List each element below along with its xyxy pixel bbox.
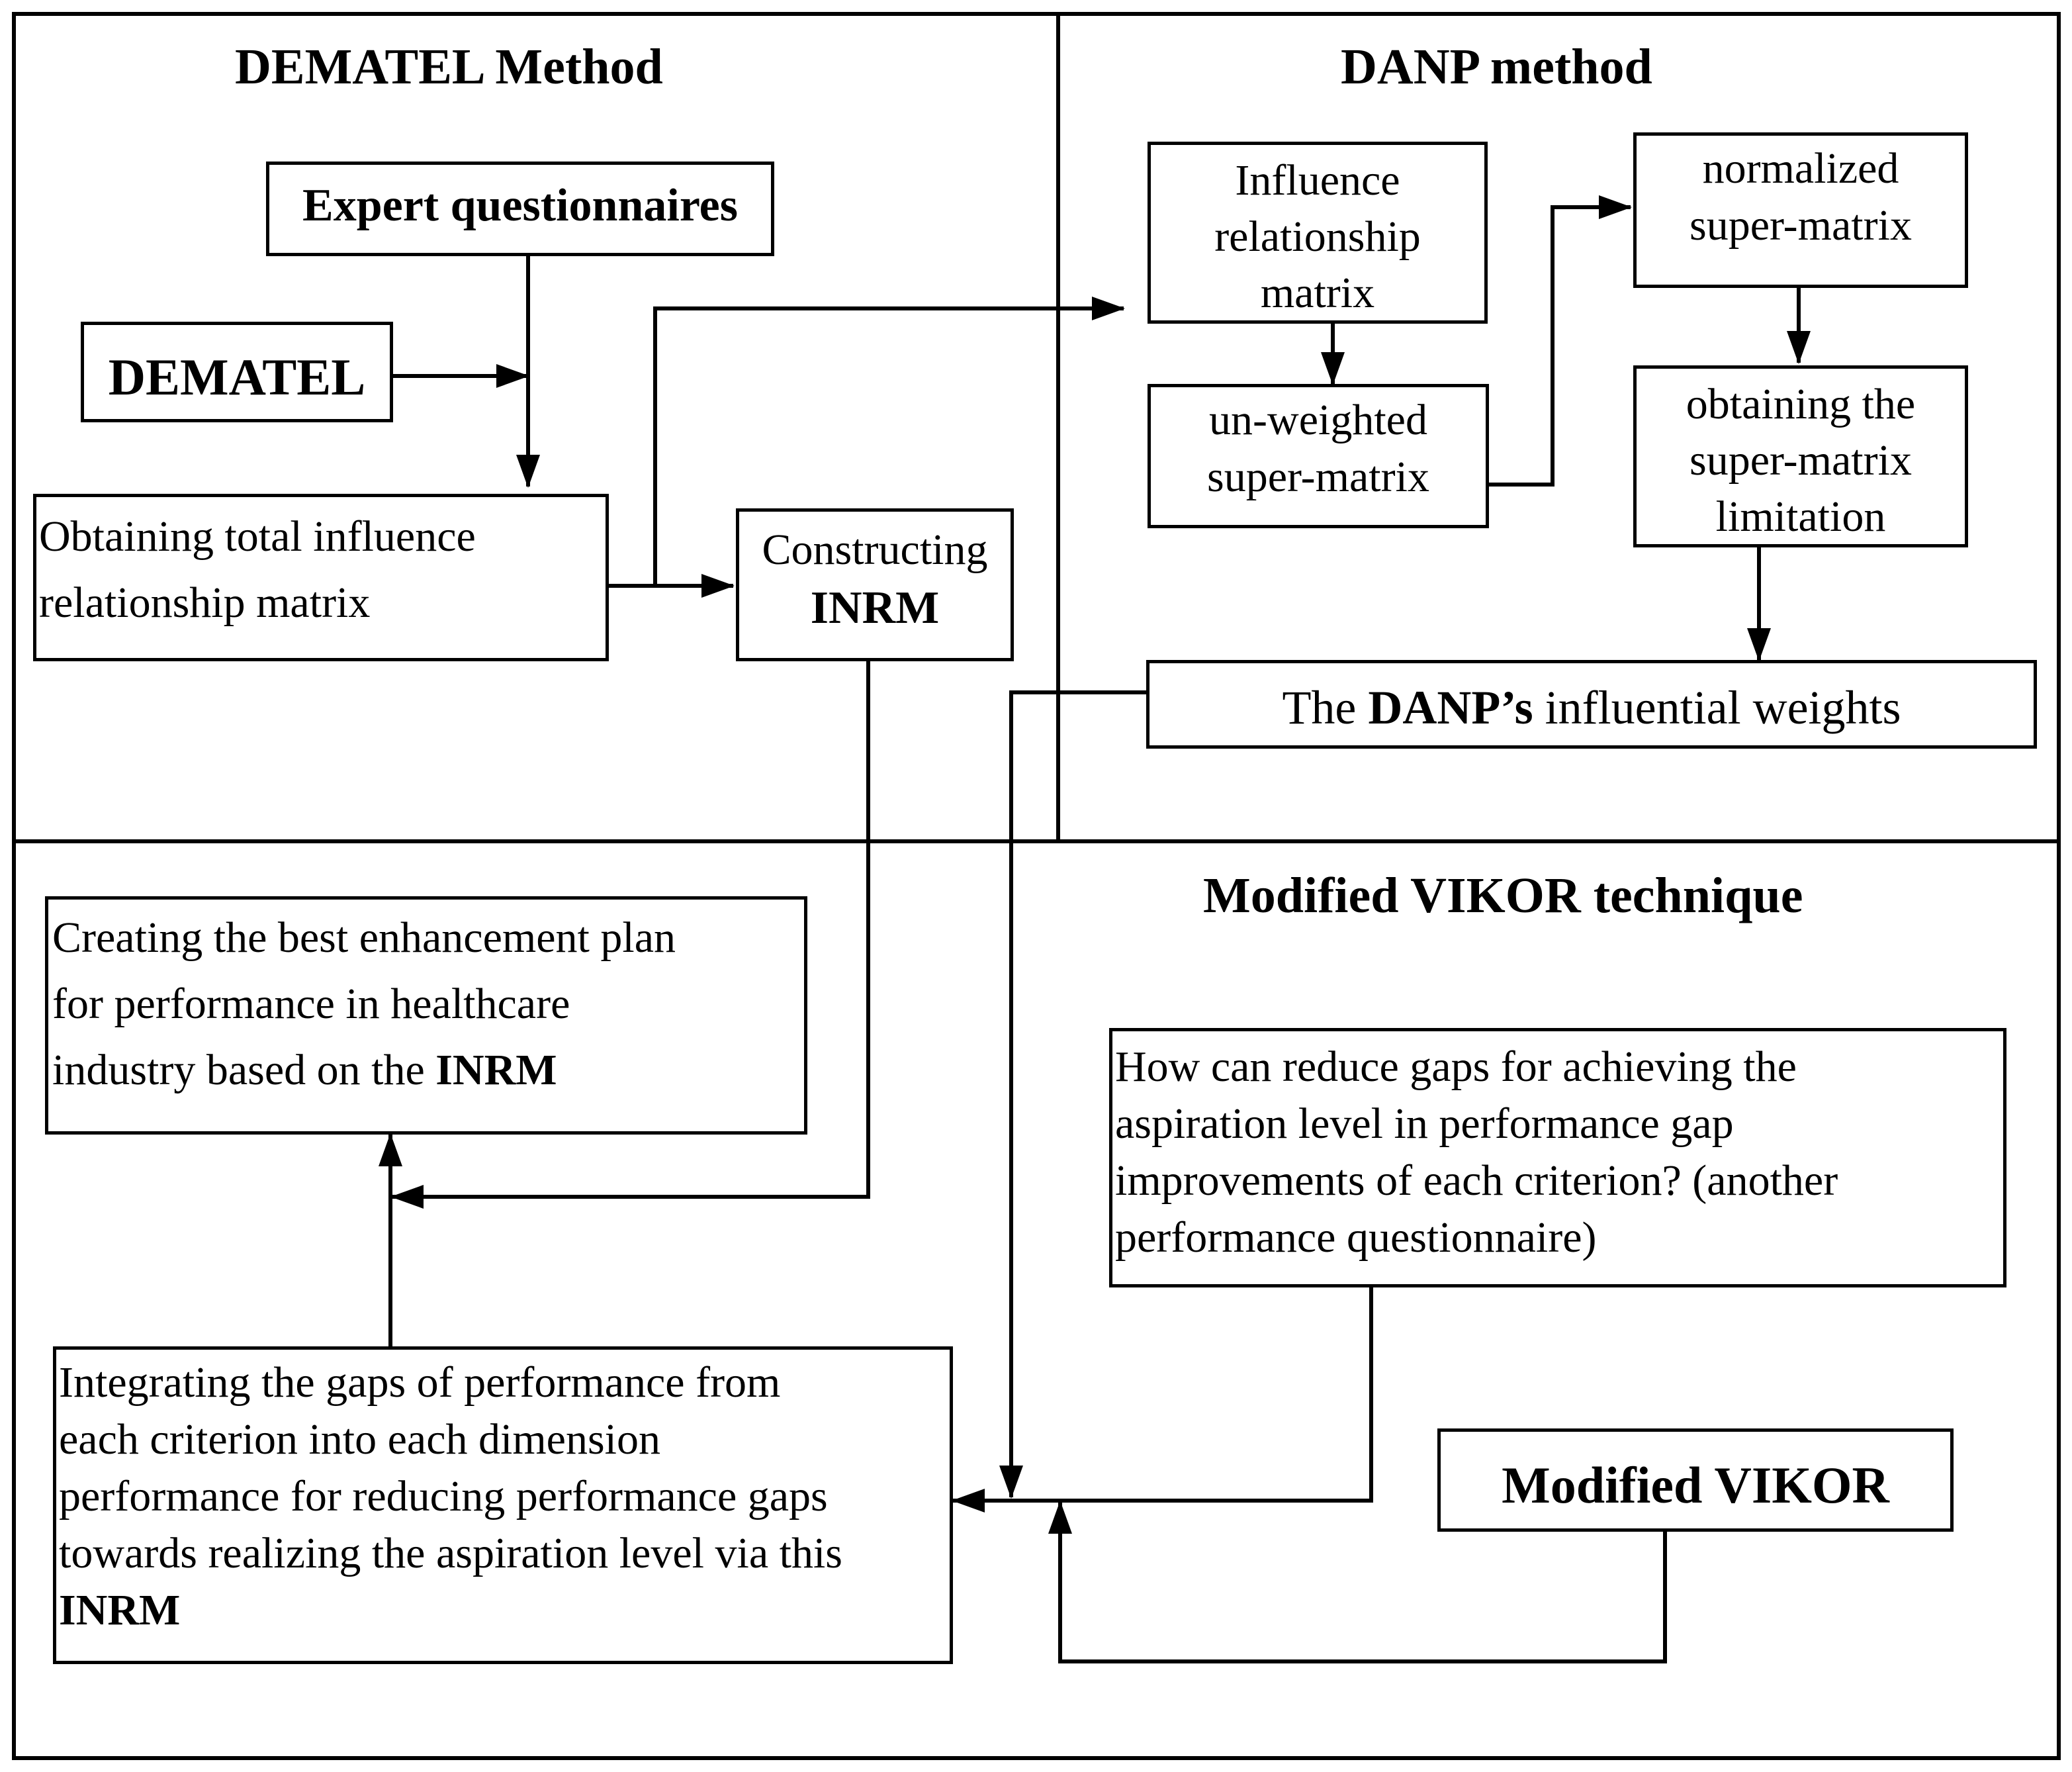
arrow-modified-vikor-to-integrating bbox=[1048, 1501, 1667, 1663]
reduce-gaps-line-1: How can reduce gaps for achieving the bbox=[1115, 1043, 1797, 1091]
danp-weights-bold: DANP’s bbox=[1368, 681, 1533, 734]
danp-weights-prefix: The bbox=[1282, 681, 1369, 734]
arrow-unweighted-to-normalized bbox=[1488, 195, 1632, 487]
unweighted-line-2: super-matrix bbox=[1207, 453, 1429, 501]
section-divider-vertical bbox=[1056, 12, 1060, 841]
integrating-line-2: each criterion into each dimension bbox=[59, 1415, 660, 1464]
dematel-label: DEMATEL bbox=[108, 348, 366, 406]
best-plan-line-2: for performance in healthcare bbox=[52, 980, 570, 1028]
danp-section-heading: DANP method bbox=[1341, 39, 1652, 95]
outer-border-right bbox=[2057, 12, 2061, 1760]
dematel-box: DEMATEL bbox=[81, 322, 393, 422]
supermatrix-limitation-box: obtaining the super-matrix limitation bbox=[1633, 365, 1968, 547]
reduce-gaps-question-box: How can reduce gaps for achieving the as… bbox=[1109, 1028, 2006, 1287]
modified-vikor-box: Modified VIKOR bbox=[1437, 1428, 1954, 1532]
integrating-line-1: Integrating the gaps of performance from bbox=[59, 1358, 781, 1407]
influence-matrix-line-2: relationship bbox=[1214, 212, 1421, 261]
best-plan-inrm: INRM bbox=[435, 1046, 557, 1094]
integrating-line-4: towards realizing the aspiration level v… bbox=[59, 1529, 842, 1577]
normalized-line-2: super-matrix bbox=[1689, 201, 1912, 250]
section-divider-horizontal bbox=[12, 839, 2061, 843]
danp-weights-suffix: influential weights bbox=[1533, 681, 1901, 734]
reduce-gaps-line-3: improvements of each criterion? (another bbox=[1115, 1156, 1838, 1205]
integrating-gaps-box: Integrating the gaps of performance from… bbox=[53, 1346, 953, 1664]
best-plan-line-3-text: industry based on the bbox=[52, 1046, 436, 1094]
constructing-inrm-line-2: INRM bbox=[810, 583, 940, 633]
expert-questionnaires-label: Expert questionnaires bbox=[302, 180, 738, 231]
integrating-line-3: performance for reducing performance gap… bbox=[59, 1472, 828, 1520]
modified-vikor-label: Modified VIKOR bbox=[1502, 1456, 1889, 1514]
best-enhancement-plan-box: Creating the best enhancement plan for p… bbox=[45, 896, 807, 1135]
danp-influential-weights-box: The DANP’s influential weights bbox=[1146, 660, 2037, 749]
outer-border-left bbox=[12, 12, 16, 1760]
influence-matrix-line-3: matrix bbox=[1260, 269, 1375, 317]
constructing-inrm-box: Constructing INRM bbox=[736, 508, 1014, 661]
unweighted-line-1: un-weighted bbox=[1209, 396, 1427, 444]
limitation-line-3: limitation bbox=[1715, 492, 1886, 541]
constructing-inrm-line-1: Constructing bbox=[762, 526, 988, 574]
best-plan-line-1: Creating the best enhancement plan bbox=[52, 913, 676, 962]
expert-questionnaires-box: Expert questionnaires bbox=[266, 162, 774, 256]
total-influence-line-2: relationship matrix bbox=[39, 579, 371, 627]
limitation-line-1: obtaining the bbox=[1686, 380, 1916, 428]
total-influence-box: Obtaining total influence relationship m… bbox=[33, 494, 609, 661]
dematel-section-heading: DEMATEL Method bbox=[235, 39, 663, 95]
arrow-weights-to-integrating bbox=[999, 690, 1146, 1499]
unweighted-supermatrix-box: un-weighted super-matrix bbox=[1148, 384, 1489, 528]
integrating-line-5: INRM bbox=[59, 1586, 181, 1634]
normalized-supermatrix-box: normalized super-matrix bbox=[1633, 132, 1968, 288]
total-influence-line-1: Obtaining total influence bbox=[39, 512, 476, 561]
vikor-section-heading: Modified VIKOR technique bbox=[1203, 868, 1803, 923]
reduce-gaps-line-2: aspiration level in performance gap bbox=[1115, 1099, 1734, 1148]
best-plan-line-3: industry based on the INRM bbox=[52, 1041, 557, 1099]
outer-border-top bbox=[12, 12, 2061, 16]
arrow-inrm-to-best-plan bbox=[390, 660, 870, 1209]
normalized-line-1: normalized bbox=[1702, 144, 1899, 193]
arrow-reduce-gaps-to-integrating bbox=[952, 1286, 1373, 1513]
danp-weights-label: The DANP’s influential weights bbox=[1149, 676, 2034, 739]
reduce-gaps-line-4: performance questionnaire) bbox=[1115, 1213, 1597, 1262]
outer-border-bottom bbox=[12, 1756, 2061, 1760]
arrow-total-influence-to-danp bbox=[653, 297, 1125, 586]
influence-matrix-line-1: Influence bbox=[1235, 156, 1400, 205]
limitation-line-2: super-matrix bbox=[1689, 436, 1912, 485]
influence-relationship-matrix-box: Influence relationship matrix bbox=[1148, 142, 1488, 324]
